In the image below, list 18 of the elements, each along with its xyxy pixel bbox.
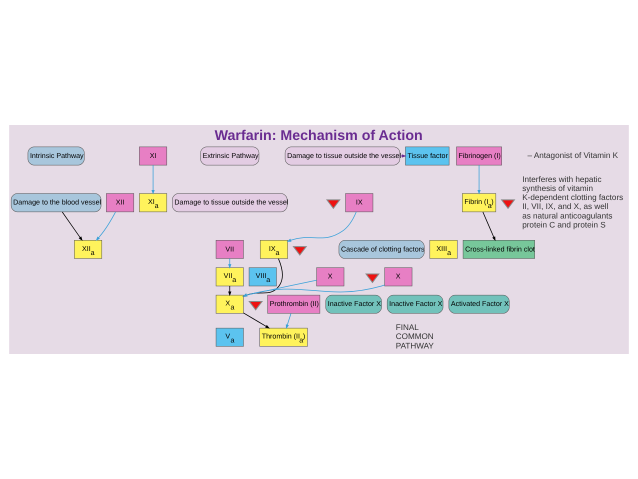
arrow [62,212,83,242]
arrow [243,312,270,329]
label: Interferes with hepatic synthesis of vitamin K-dependent clotting factors II, VII, IX, and X, as well as natural anticoagulants protein C and protein S [522,174,624,230]
arrow [96,212,116,241]
label: FINAL COMMON PATHWAY [396,323,434,350]
node-triangle [292,246,308,256]
arrow [286,212,357,242]
node-triangle [365,274,380,284]
arrow [482,212,496,242]
arrow [151,164,155,195]
node-triangle [248,300,264,311]
diagram-title: Warfarin: Mechanism of Action [214,128,423,144]
arrow [400,154,406,158]
arrow [477,164,481,195]
label: – Antagonist of Vitamin K [528,150,618,160]
arrow [286,313,292,330]
node-triangle [500,199,516,210]
node-triangle [326,199,341,210]
